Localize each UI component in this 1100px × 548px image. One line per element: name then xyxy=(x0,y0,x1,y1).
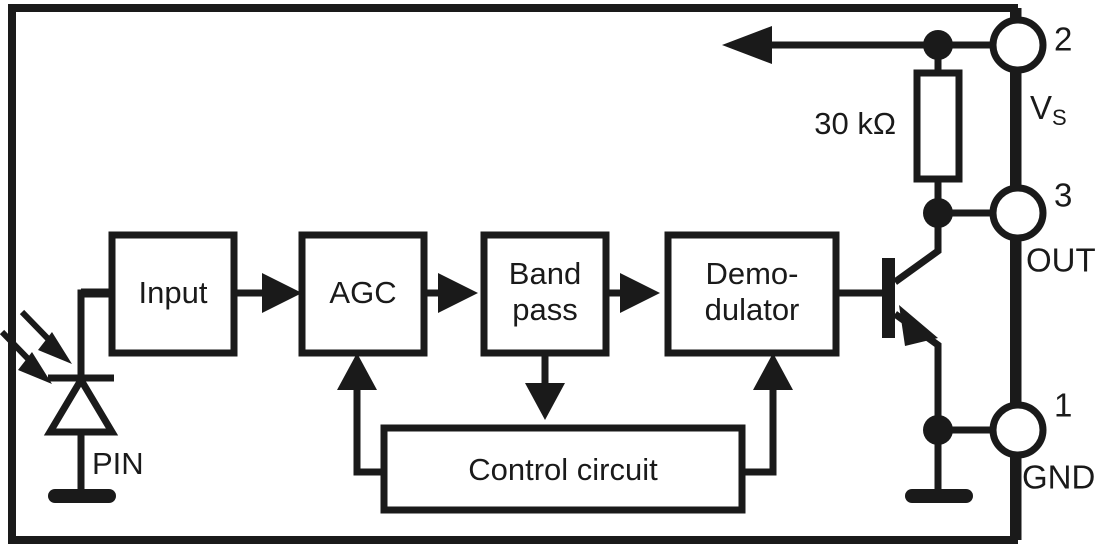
pin-number-1: 1 xyxy=(1054,387,1072,424)
junction-dot-vs xyxy=(923,30,953,60)
block-agc: AGC xyxy=(298,231,428,357)
arrow-agc-to-bandpass xyxy=(424,273,478,313)
block-demodulator: Demo- dulator xyxy=(664,231,840,357)
light-ray-arrows xyxy=(0,309,72,384)
block-bandpass-label-line1: Band xyxy=(509,256,581,291)
block-agc-label: AGC xyxy=(329,275,396,310)
photodiode-ground-symbol xyxy=(48,489,116,503)
block-demodulator-label-line1: Demo- xyxy=(705,256,798,291)
pin-terminal-1[interactable] xyxy=(989,401,1047,459)
supply-feed-arrow xyxy=(722,26,938,64)
photodiode-input-link xyxy=(77,289,112,378)
pin-terminal-2[interactable] xyxy=(989,16,1047,74)
pin-photodiode-label: PIN xyxy=(92,446,144,481)
pin-name-gnd: GND xyxy=(1022,459,1095,496)
pin-terminal-3[interactable] xyxy=(989,184,1047,242)
module-outline xyxy=(8,4,1018,544)
block-demodulator-label-line2: dulator xyxy=(705,292,800,327)
arrow-input-to-agc xyxy=(234,273,302,313)
pullup-resistor xyxy=(913,45,963,213)
arrow-bandpass-to-demodulator xyxy=(606,273,660,313)
output-transistor xyxy=(836,213,942,430)
pin-name-vs-subscript: S xyxy=(1052,105,1067,130)
module-ground-symbol xyxy=(905,430,973,503)
block-bandpass: Band pass xyxy=(480,231,610,357)
pin-name-out: OUT xyxy=(1026,242,1096,279)
pin-name-vs-main: V xyxy=(1030,89,1052,126)
junction-dot-out xyxy=(923,198,953,228)
block-control-circuit-label: Control circuit xyxy=(468,452,658,487)
pin-number-2: 2 xyxy=(1054,21,1072,58)
link-bandpass-to-control xyxy=(525,353,565,420)
block-control-circuit: Control circuit xyxy=(380,424,746,514)
block-input-label: Input xyxy=(139,275,208,310)
feedback-control-to-agc xyxy=(337,353,384,476)
pin-number-3: 3 xyxy=(1054,177,1072,214)
block-input: Input xyxy=(108,231,238,357)
pin-name-vs: VS xyxy=(1030,89,1067,130)
block-bandpass-label-line2: pass xyxy=(512,292,577,327)
feedback-control-to-demodulator xyxy=(742,353,793,476)
resistor-value-label: 30 kΩ xyxy=(814,106,896,141)
